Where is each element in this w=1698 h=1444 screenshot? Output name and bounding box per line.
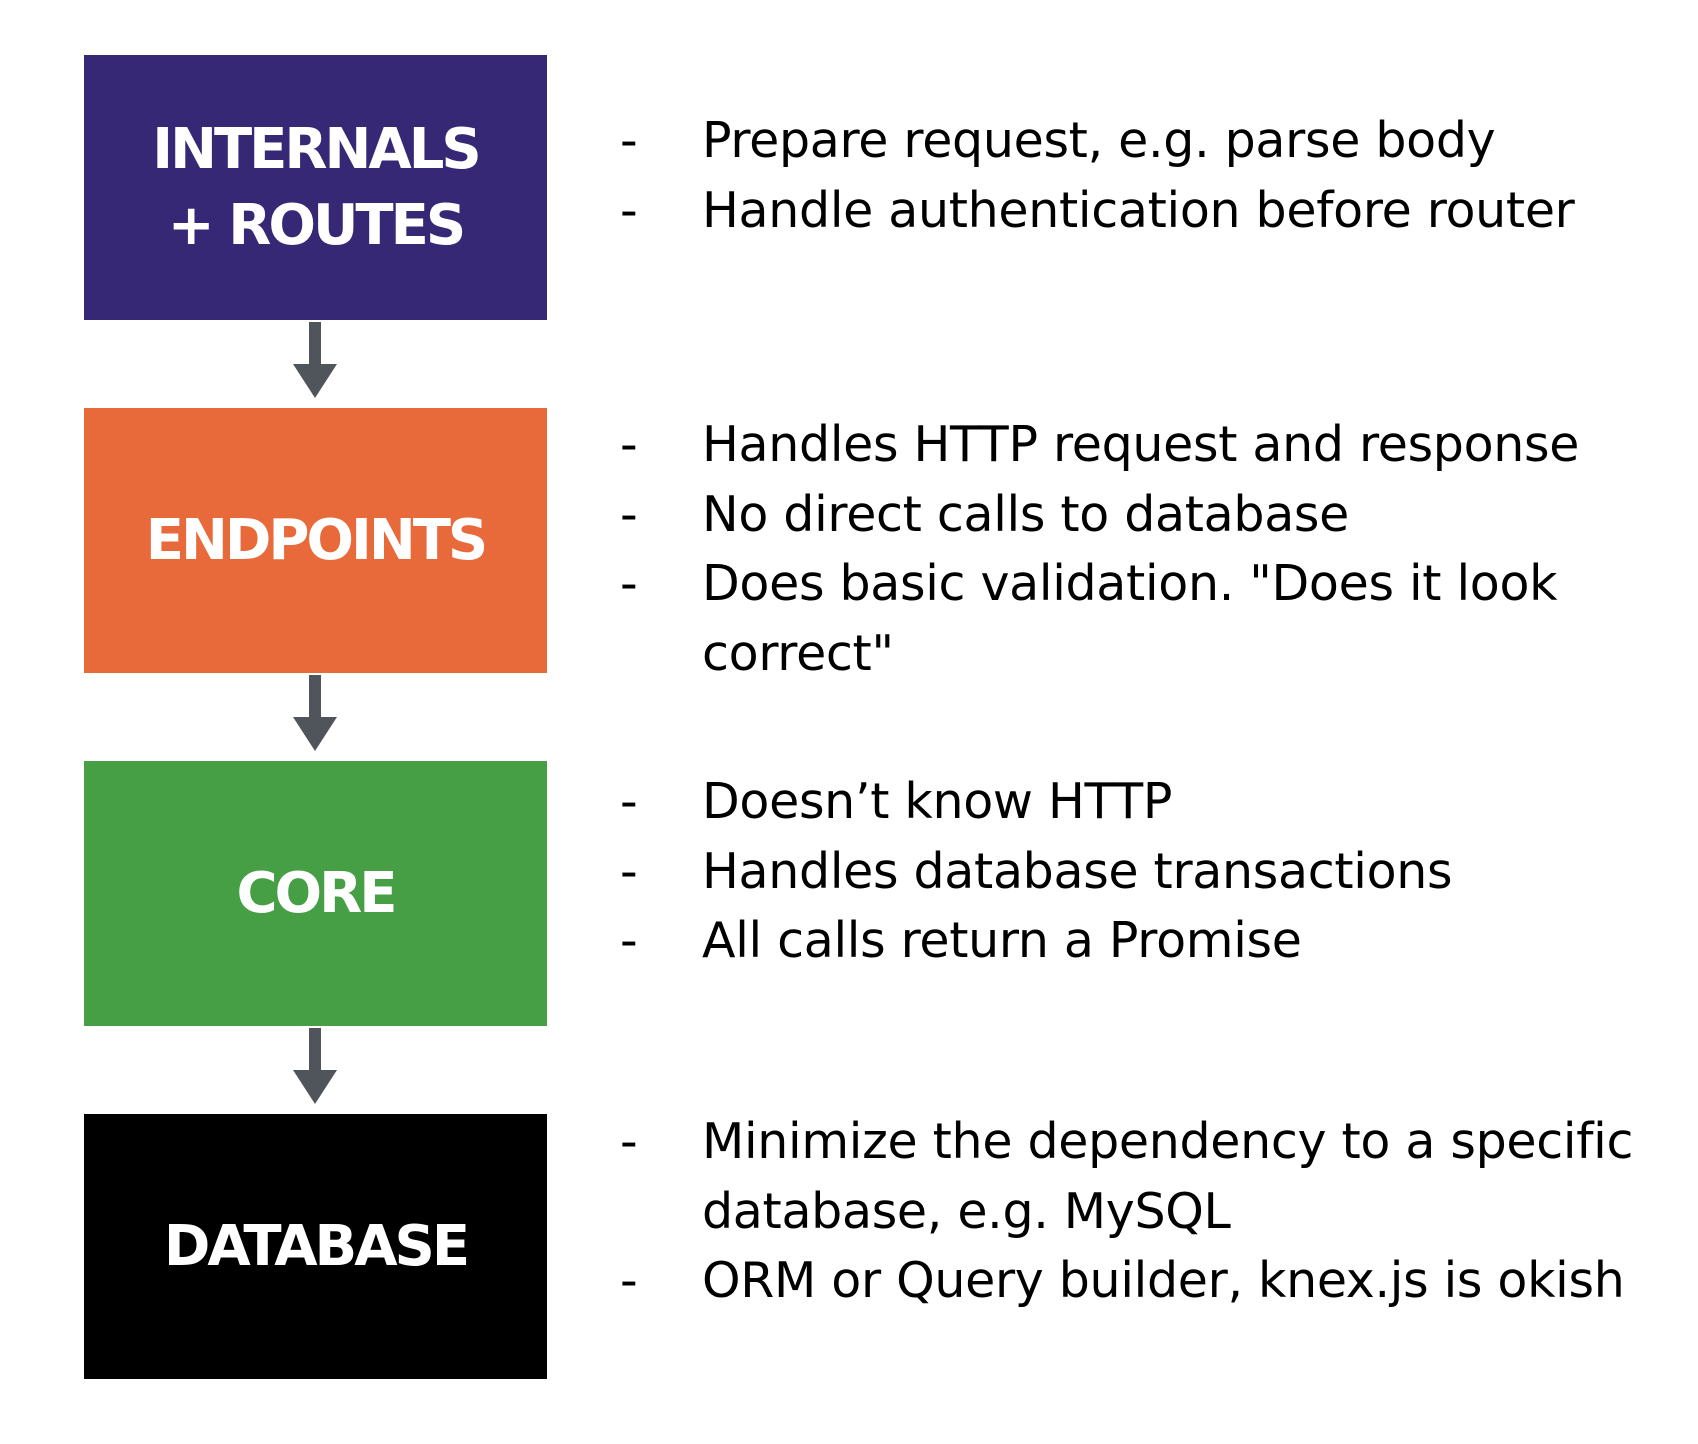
note-item: - Handles database transactions — [620, 837, 1690, 907]
bullet-dash: - — [620, 912, 638, 969]
bullet-dash: - — [620, 842, 638, 900]
note-item: - Handle authentication before router — [620, 176, 1690, 246]
note-text: Handles database transactions — [702, 842, 1453, 900]
note-item: - Does basic validation. "Does it look c… — [620, 549, 1690, 688]
note-item: - All calls return a Promise — [620, 906, 1690, 976]
arrow-down-icon — [293, 1028, 337, 1104]
note-item: - No direct calls to database — [620, 480, 1690, 550]
notes-database: - Minimize the dependency to a specific … — [620, 1107, 1690, 1316]
note-item: - Prepare request, e.g. parse body — [620, 106, 1690, 176]
arrow-down-icon — [293, 675, 337, 751]
bullet-dash: - — [620, 181, 638, 239]
note-text: Minimize the dependency to a specific da… — [702, 1113, 1634, 1240]
note-item: - Minimize the dependency to a specific … — [620, 1107, 1690, 1246]
bullet-dash: - — [620, 112, 638, 169]
bullet-dash: - — [620, 485, 638, 543]
notes-core: - Doesn’t know HTTP - Handles database t… — [620, 767, 1690, 976]
layer-label: ENDPOINTS — [145, 507, 488, 573]
layer-label: CORE — [236, 860, 397, 926]
note-item: - Doesn’t know HTTP — [620, 767, 1690, 837]
note-item: - ORM or Query builder, knex.js is okish — [620, 1246, 1690, 1316]
layer-stack: INTERNALS + ROUTES ENDPOINTS CORE DATABA… — [84, 0, 547, 1444]
note-text: All calls return a Promise — [702, 912, 1302, 969]
bullet-dash: - — [620, 773, 638, 830]
layer-box-internals-routes: INTERNALS + ROUTES — [84, 55, 547, 320]
note-text: Handle authentication before router — [702, 181, 1575, 239]
bullet-dash: - — [620, 416, 638, 473]
notes-internals-routes: - Prepare request, e.g. parse body - Han… — [620, 106, 1690, 245]
note-text: ORM or Query builder, knex.js is okish — [702, 1252, 1625, 1309]
note-text: Doesn’t know HTTP — [702, 773, 1173, 830]
layer-box-core: CORE — [84, 761, 547, 1026]
note-text: No direct calls to database — [702, 485, 1350, 543]
note-item: - Handles HTTP request and response — [620, 410, 1690, 480]
note-text: Prepare request, e.g. parse body — [702, 112, 1496, 169]
layer-label: INTERNALS + ROUTES — [152, 116, 481, 258]
arrow-down-icon — [293, 322, 337, 398]
bullet-dash: - — [620, 1252, 638, 1309]
layer-box-database: DATABASE — [84, 1114, 547, 1379]
note-text: Does basic validation. "Does it look cor… — [702, 555, 1558, 682]
bullet-dash: - — [620, 555, 638, 612]
notes-endpoints: - Handles HTTP request and response - No… — [620, 410, 1690, 688]
note-text: Handles HTTP request and response — [702, 416, 1580, 473]
layer-label: DATABASE — [163, 1213, 470, 1279]
layer-box-endpoints: ENDPOINTS — [84, 408, 547, 673]
bullet-dash: - — [620, 1113, 638, 1170]
